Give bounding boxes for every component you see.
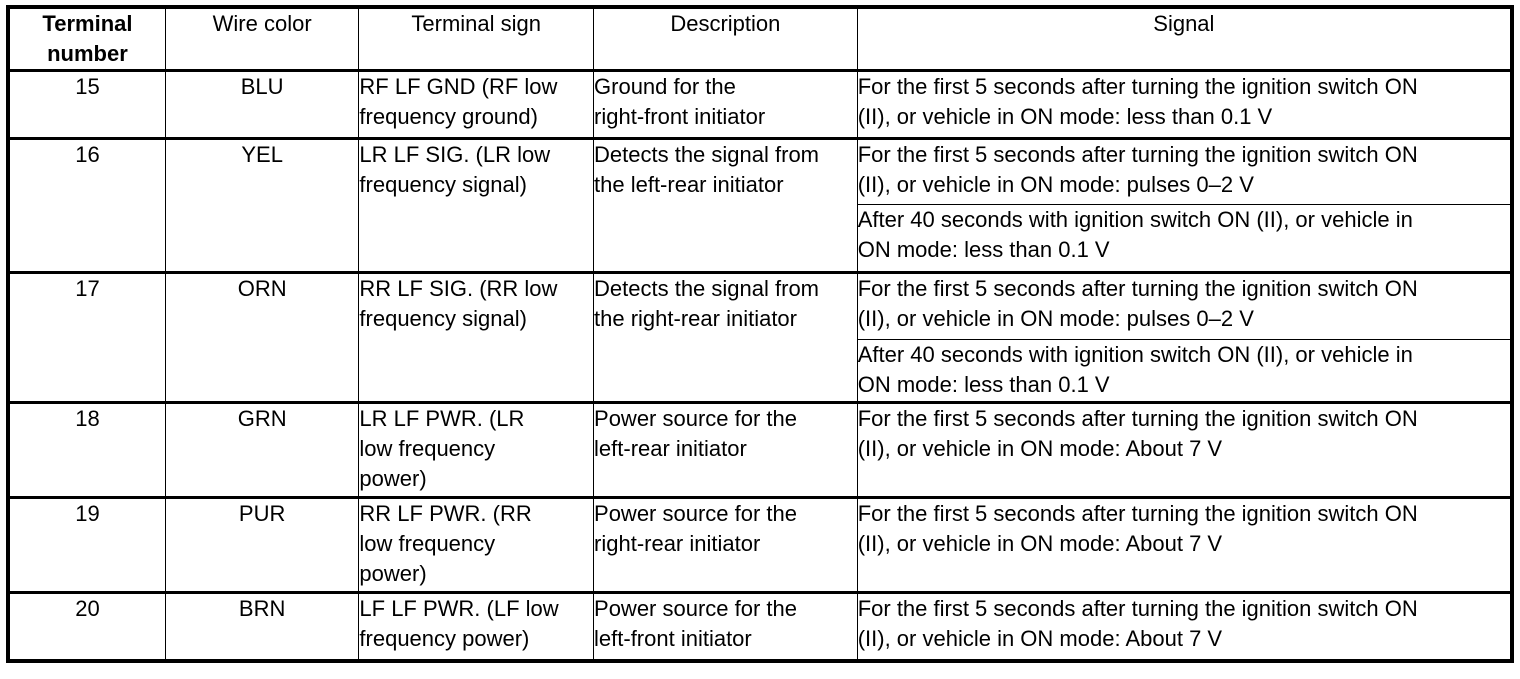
signal-line: After 40 seconds with ignition switch ON… — [857, 342, 1413, 367]
document-page: Terminal number Wire color Terminal sign… — [0, 5, 1520, 679]
cell-signal: For the first 5 seconds after turning th… — [856, 401, 1513, 498]
signal-line: (II), or vehicle in ON mode: About 7 V — [857, 531, 1223, 556]
cell-description: Detects the signal from the left-rear in… — [593, 137, 858, 273]
cell-terminal-number: 16 — [7, 137, 166, 273]
table-row-signal-continuation: After 40 seconds with ignition switch ON… — [8, 204, 1513, 273]
cell-description: Detects the signal from the right-rear i… — [593, 271, 858, 403]
cell-wire-color: YEL — [164, 137, 360, 273]
terminal-sign-line: low frequency — [359, 436, 496, 461]
cell-terminal-number: 19 — [7, 496, 166, 593]
terminal-sign-line: power) — [359, 561, 427, 586]
terminal-sign-line: LR LF PWR. (LR — [359, 406, 525, 431]
terminal-sign-line: low frequency — [359, 531, 496, 556]
column-header-terminal-number: Terminal number — [7, 6, 166, 71]
header-line-2: number — [47, 41, 128, 66]
cell-signal: For the first 5 seconds after turning th… — [856, 137, 1513, 205]
terminal-sign-line: LF LF PWR. (LF low — [359, 596, 559, 621]
cell-wire-color: ORN — [164, 271, 360, 403]
signal-line: For the first 5 seconds after turning th… — [857, 501, 1418, 526]
description-line: Ground for the — [594, 74, 736, 99]
cell-signal: After 40 seconds with ignition switch ON… — [856, 339, 1513, 403]
signal-line: ON mode: less than 0.1 V — [857, 237, 1110, 262]
description-line: Power source for the — [594, 406, 797, 431]
column-header-wire-color: Wire color — [164, 6, 360, 71]
description-line: the left-rear initiator — [594, 172, 784, 197]
table-row: 17 ORN RR LF SIG. (RR low frequency sign… — [7, 271, 1513, 403]
terminal-sign-line: frequency ground) — [359, 104, 538, 129]
signal-line: For the first 5 seconds after turning th… — [857, 596, 1418, 621]
description-line: Power source for the — [594, 596, 797, 621]
cell-description: Power source for the left-front initiato… — [593, 591, 858, 661]
terminal-sign-line: RR LF SIG. (RR low — [359, 276, 558, 301]
signal-line: (II), or vehicle in ON mode: less than 0… — [857, 104, 1273, 129]
cell-terminal-sign: LF LF PWR. (LF low frequency power) — [358, 591, 595, 661]
table-body: 15 BLU RF LF GND (RF low frequency groun… — [7, 69, 1513, 661]
description-line: Power source for the — [594, 501, 797, 526]
cell-terminal-sign: RF LF GND (RF low frequency ground) — [358, 69, 595, 139]
header-row: Terminal number Wire color Terminal sign… — [7, 6, 1513, 71]
table-header: Terminal number Wire color Terminal sign… — [7, 6, 1513, 71]
table-row: 19 PUR RR LF PWR. (RR low frequency powe… — [7, 496, 1513, 593]
description-line: left-front initiator — [594, 626, 752, 651]
cell-terminal-sign: LR LF PWR. (LR low frequency power) — [358, 401, 595, 498]
signal-line: After 40 seconds with ignition switch ON… — [857, 207, 1413, 232]
signal-line: (II), or vehicle in ON mode: About 7 V — [857, 626, 1223, 651]
terminal-sign-line: frequency signal) — [359, 306, 527, 331]
table-row: 16 YEL LR LF SIG. (LR low frequency sign… — [7, 137, 1513, 273]
cell-wire-color: BRN — [164, 591, 360, 661]
cell-wire-color: BLU — [164, 69, 360, 139]
column-header-terminal-sign: Terminal sign — [358, 6, 595, 71]
column-header-description: Description — [593, 6, 858, 71]
description-line: right-rear initiator — [594, 531, 761, 556]
column-header-signal: Signal — [856, 6, 1513, 71]
description-line: left-rear initiator — [594, 436, 747, 461]
table-row: 18 GRN LR LF PWR. (LR low frequency powe… — [7, 401, 1513, 498]
terminal-sign-line: LR LF SIG. (LR low — [359, 142, 551, 167]
cell-terminal-number: 18 — [7, 401, 166, 498]
cell-signal: For the first 5 seconds after turning th… — [856, 496, 1513, 593]
signal-line: (II), or vehicle in ON mode: pulses 0–2 … — [857, 306, 1254, 331]
description-line: Detects the signal from — [594, 276, 819, 301]
description-line: the right-rear initiator — [594, 306, 797, 331]
signal-line: (II), or vehicle in ON mode: About 7 V — [857, 436, 1223, 461]
cell-terminal-number: 15 — [7, 69, 166, 139]
cell-wire-color: PUR — [164, 496, 360, 593]
signal-line: (II), or vehicle in ON mode: pulses 0–2 … — [857, 172, 1254, 197]
signal-line: For the first 5 seconds after turning th… — [857, 142, 1418, 167]
cell-signal: For the first 5 seconds after turning th… — [856, 69, 1513, 139]
cell-signal: For the first 5 seconds after turning th… — [856, 591, 1513, 661]
signal-line: For the first 5 seconds after turning th… — [857, 74, 1418, 99]
signal-line: For the first 5 seconds after turning th… — [857, 276, 1418, 301]
cell-terminal-sign: RR LF PWR. (RR low frequency power) — [358, 496, 595, 593]
terminal-signal-table: Terminal number Wire color Terminal sign… — [6, 5, 1514, 663]
cell-terminal-number: 17 — [7, 271, 166, 403]
terminal-sign-line: frequency signal) — [359, 172, 527, 197]
terminal-sign-line: RF LF GND (RF low — [359, 74, 558, 99]
cell-terminal-sign: LR LF SIG. (LR low frequency signal) — [358, 137, 595, 273]
table-row: 15 BLU RF LF GND (RF low frequency groun… — [7, 69, 1513, 139]
description-line: right-front initiator — [594, 104, 766, 129]
table-row: 20 BRN LF LF PWR. (LF low frequency powe… — [7, 591, 1513, 661]
description-line: Detects the signal from — [594, 142, 819, 167]
cell-description: Power source for the right-rear initiato… — [593, 496, 858, 593]
cell-wire-color: GRN — [164, 401, 360, 498]
cell-terminal-sign: RR LF SIG. (RR low frequency signal) — [358, 271, 595, 403]
terminal-sign-line: RR LF PWR. (RR — [359, 501, 532, 526]
cell-signal: After 40 seconds with ignition switch ON… — [856, 204, 1513, 273]
terminal-sign-line: frequency power) — [359, 626, 530, 651]
signal-line: ON mode: less than 0.1 V — [857, 372, 1110, 397]
cell-description: Power source for the left-rear initiator — [593, 401, 858, 498]
cell-terminal-number: 20 — [7, 591, 166, 661]
cell-signal: For the first 5 seconds after turning th… — [856, 271, 1513, 340]
header-line-1: Terminal — [42, 11, 133, 36]
signal-line: For the first 5 seconds after turning th… — [857, 406, 1418, 431]
terminal-sign-line: power) — [359, 466, 427, 491]
cell-description: Ground for the right-front initiator — [593, 69, 858, 139]
